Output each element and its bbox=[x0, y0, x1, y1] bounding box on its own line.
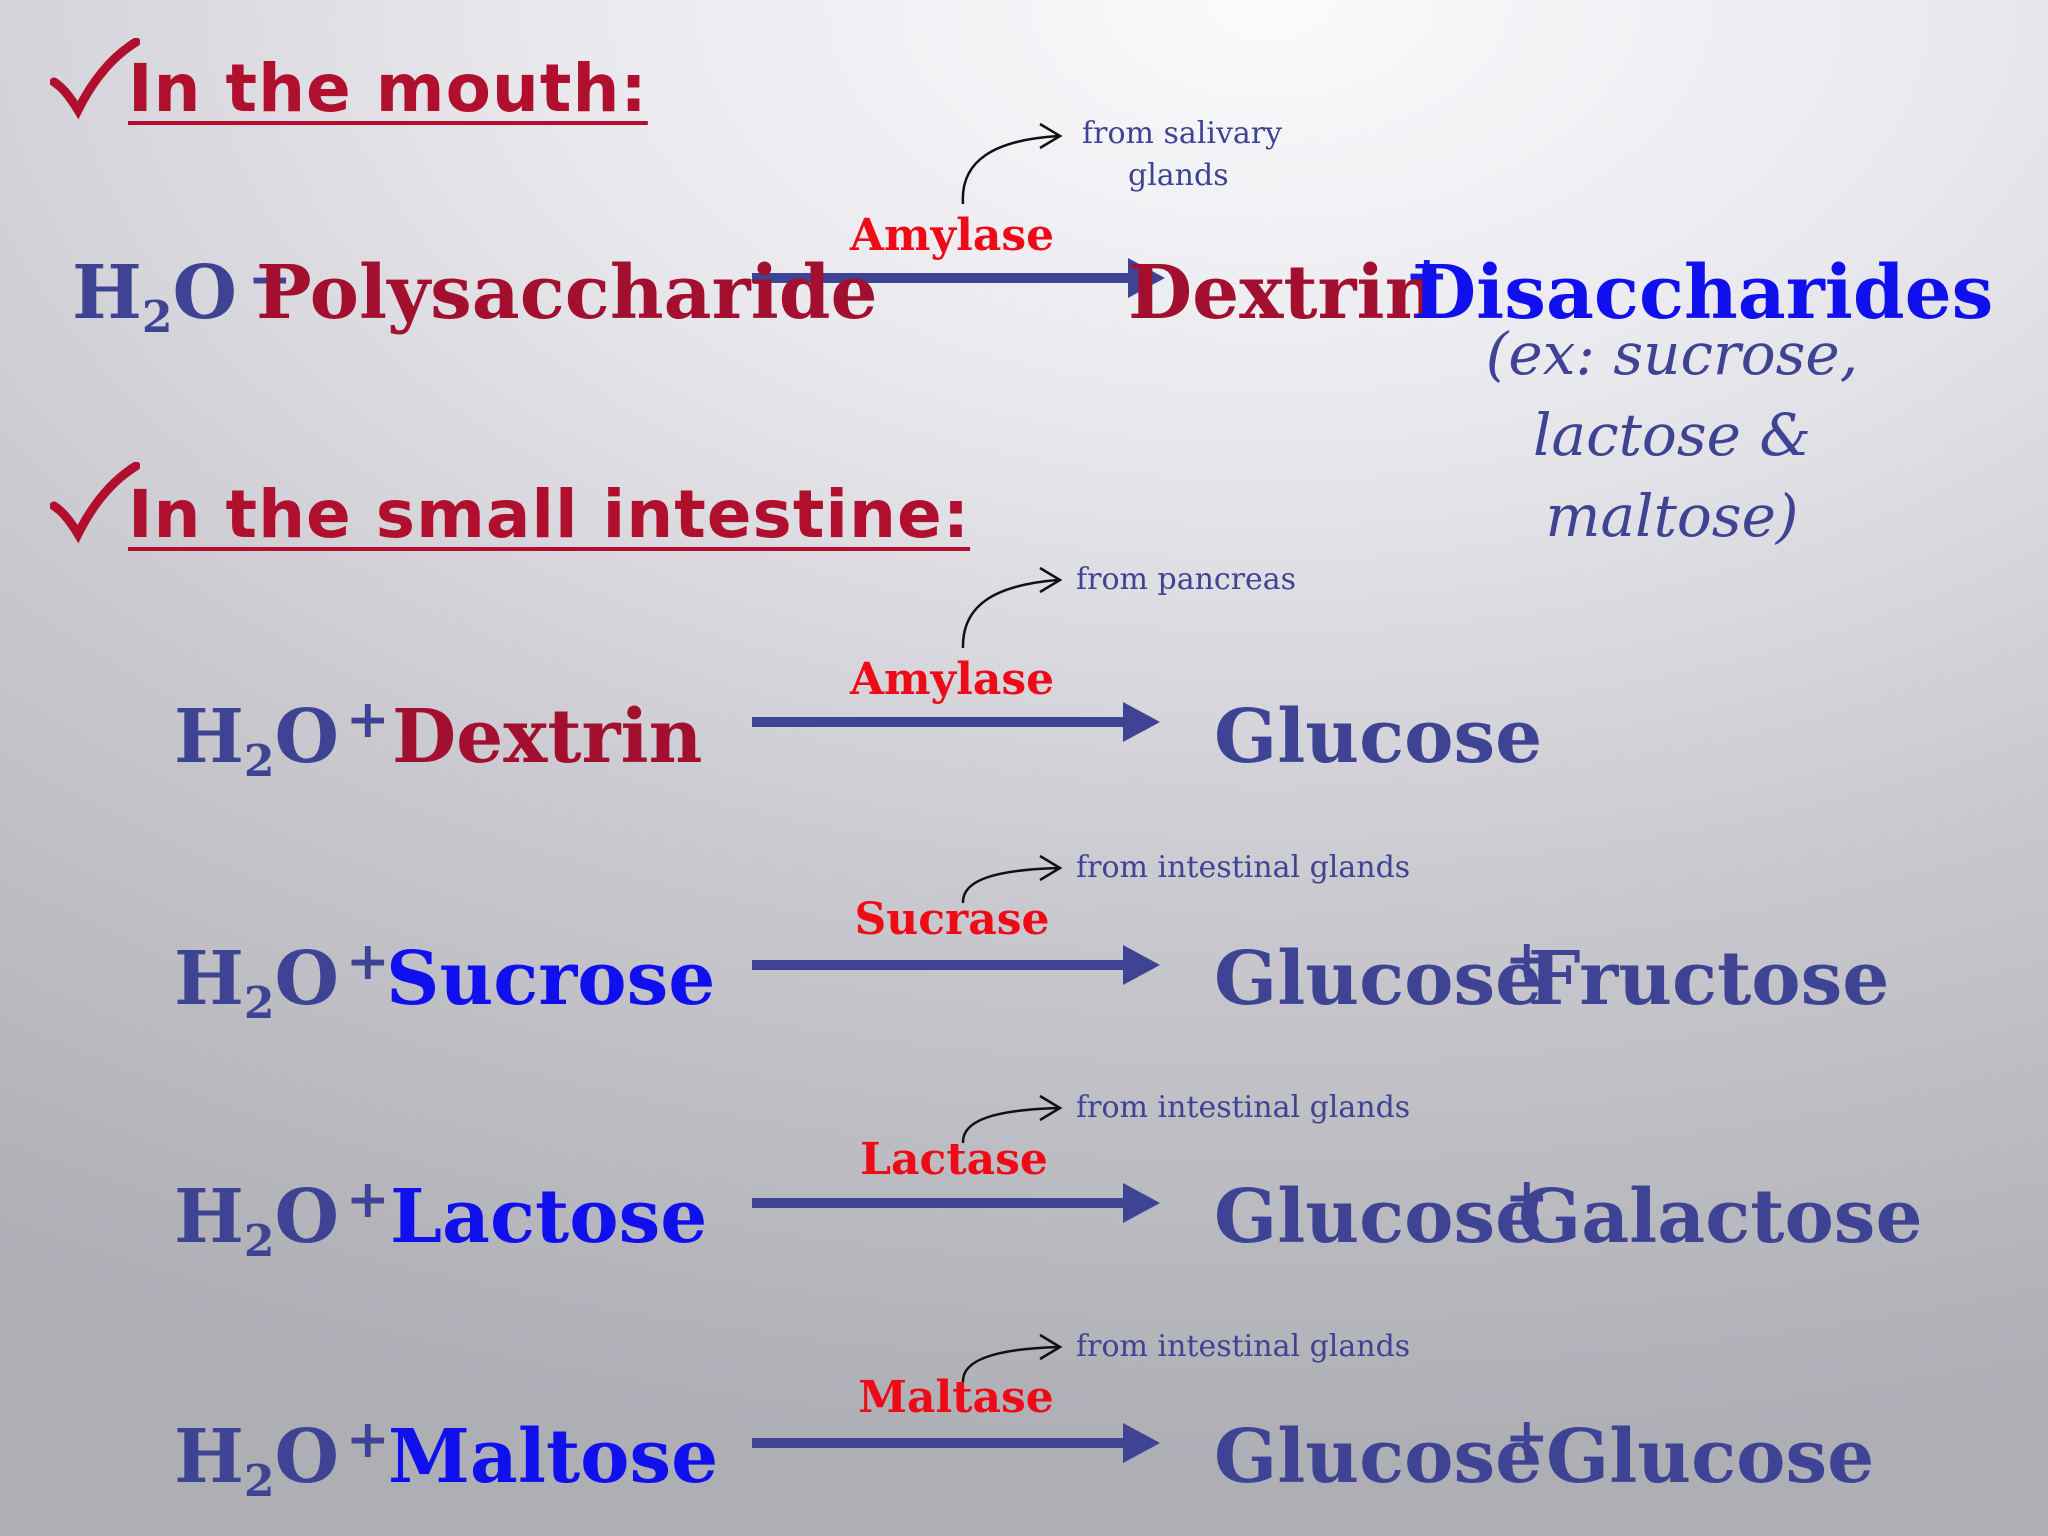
water-formula: H2O bbox=[174, 1174, 340, 1267]
product-disaccharides: Disaccharides bbox=[1412, 250, 1994, 336]
product-glucose: Glucose bbox=[1214, 1174, 1543, 1260]
product-glucose-second: Glucose bbox=[1546, 1414, 1875, 1500]
source-intestinal-glands: from intestinal glands bbox=[1076, 1090, 1411, 1125]
source-salivary-line1: from salivary bbox=[1082, 116, 1283, 151]
substrate-sucrose: Sucrose bbox=[386, 936, 716, 1022]
plus-sign: + bbox=[1505, 929, 1549, 990]
product-glucose: Glucose bbox=[1214, 1414, 1543, 1500]
plus-sign: + bbox=[346, 1169, 390, 1230]
water-formula: H2O bbox=[72, 250, 238, 343]
checkmark-icon bbox=[50, 38, 140, 120]
enzyme-sucrase: Sucrase bbox=[854, 894, 1050, 945]
source-pointer-maltase bbox=[961, 1345, 1059, 1383]
water-formula: H2O bbox=[174, 936, 340, 1029]
source-pointer-salivary bbox=[961, 134, 1059, 205]
product-glucose: Glucose bbox=[1214, 936, 1543, 1022]
plus-sign: + bbox=[346, 931, 390, 992]
source-pancreas: from pancreas bbox=[1076, 562, 1297, 597]
substrate-lactose: Lactose bbox=[390, 1174, 708, 1260]
product-fructose: Fructose bbox=[1528, 936, 1890, 1022]
checkmark-icon bbox=[50, 462, 140, 544]
product-dextrin: Dextrin bbox=[1128, 250, 1439, 336]
enzyme-lactase: Lactase bbox=[860, 1134, 1048, 1185]
plus-sign: + bbox=[1405, 245, 1449, 306]
heading-small-intestine: In the small intestine: bbox=[128, 476, 971, 553]
source-pointer-sucrase bbox=[961, 866, 1059, 904]
source-pointer-pancreas bbox=[961, 578, 1059, 649]
disaccharide-examples: (ex: sucrose, lactose & maltose) bbox=[1485, 320, 1859, 550]
enzyme-amylase-salivary: Amylase bbox=[849, 210, 1055, 261]
plus-sign: + bbox=[1505, 1167, 1549, 1228]
enzyme-maltase: Maltase bbox=[858, 1372, 1054, 1423]
heading-mouth: In the mouth: bbox=[128, 50, 648, 127]
substrate-maltose: Maltose bbox=[388, 1414, 719, 1500]
product-glucose: Glucose bbox=[1214, 694, 1543, 780]
water-formula: H2O bbox=[174, 1414, 340, 1507]
plus-sign: + bbox=[346, 689, 390, 750]
source-pointer-lactase bbox=[961, 1106, 1059, 1144]
source-salivary-line2: glands bbox=[1128, 158, 1229, 193]
water-formula: H2O bbox=[174, 694, 340, 787]
source-intestinal-glands: from intestinal glands bbox=[1076, 1329, 1411, 1364]
substrate-polysaccharide: Polysaccharide bbox=[256, 250, 878, 336]
product-galactose: Galactose bbox=[1518, 1174, 1923, 1260]
enzyme-amylase-pancreatic: Amylase bbox=[849, 654, 1055, 705]
substrate-dextrin: Dextrin bbox=[392, 694, 703, 780]
plus-sign: + bbox=[1505, 1407, 1549, 1468]
plus-sign: + bbox=[248, 249, 292, 310]
plus-sign: + bbox=[346, 1409, 390, 1470]
source-intestinal-glands: from intestinal glands bbox=[1076, 850, 1411, 885]
